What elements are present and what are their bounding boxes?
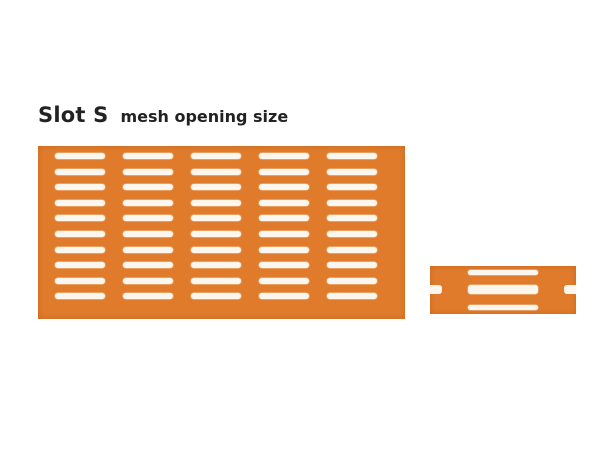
mesh-slot (55, 293, 105, 300)
slotted-mesh-sheet (38, 146, 405, 319)
detail-slot-edge-right (564, 285, 576, 294)
mesh-slot (191, 262, 241, 269)
mesh-slot (259, 231, 309, 237)
mesh-slot (191, 184, 241, 191)
mesh-slot (259, 153, 309, 159)
detail-slot-top (468, 270, 538, 275)
mesh-slot (191, 168, 241, 175)
mesh-slot (123, 199, 173, 206)
mesh-slot (191, 293, 241, 300)
mesh-slot (123, 277, 173, 284)
mesh-slot (55, 262, 105, 269)
mesh-slot (259, 168, 309, 175)
mesh-slot (55, 199, 105, 206)
mesh-slot (123, 246, 173, 253)
mesh-slot (123, 262, 173, 269)
mesh-slot (327, 277, 377, 284)
mesh-slot (55, 168, 105, 175)
mesh-slot (259, 277, 309, 284)
page-title: Slot S mesh opening size (38, 103, 288, 127)
mesh-slot (327, 168, 377, 175)
mesh-slot (259, 262, 309, 269)
mesh-slot (327, 153, 377, 159)
detail-slot-bottom (468, 305, 538, 310)
mesh-slot (191, 277, 241, 284)
mesh-slot (55, 231, 105, 237)
mesh-slot (123, 215, 173, 222)
detail-slot-edge-left (430, 285, 442, 294)
mesh-slot (327, 262, 377, 269)
mesh-slot (259, 293, 309, 300)
mesh-slot (55, 215, 105, 222)
mesh-slot (327, 246, 377, 253)
mesh-slot (123, 184, 173, 191)
mesh-slot (55, 277, 105, 284)
mesh-slot (327, 215, 377, 222)
mesh-slot (191, 231, 241, 237)
mesh-slot (327, 293, 377, 300)
mesh-slot (259, 184, 309, 191)
mesh-slot (259, 199, 309, 206)
mesh-slot (191, 246, 241, 253)
mesh-slot (191, 199, 241, 206)
detail-slot-center (468, 285, 538, 294)
mesh-slot (327, 184, 377, 191)
mesh-slot (327, 199, 377, 206)
mesh-slot (55, 153, 105, 159)
mesh-slot (191, 215, 241, 222)
mesh-slot (55, 246, 105, 253)
mesh-slot (259, 246, 309, 253)
mesh-slot (123, 293, 173, 300)
product-name: Slot S (38, 103, 109, 127)
mesh-slot (259, 215, 309, 222)
mesh-slot (55, 184, 105, 191)
mesh-slot (123, 153, 173, 159)
mesh-slot (191, 153, 241, 159)
mesh-slot (123, 168, 173, 175)
single-slot-detail (430, 266, 576, 314)
mesh-slot (123, 231, 173, 237)
mesh-slot (327, 231, 377, 237)
product-subtitle: mesh opening size (120, 107, 289, 126)
